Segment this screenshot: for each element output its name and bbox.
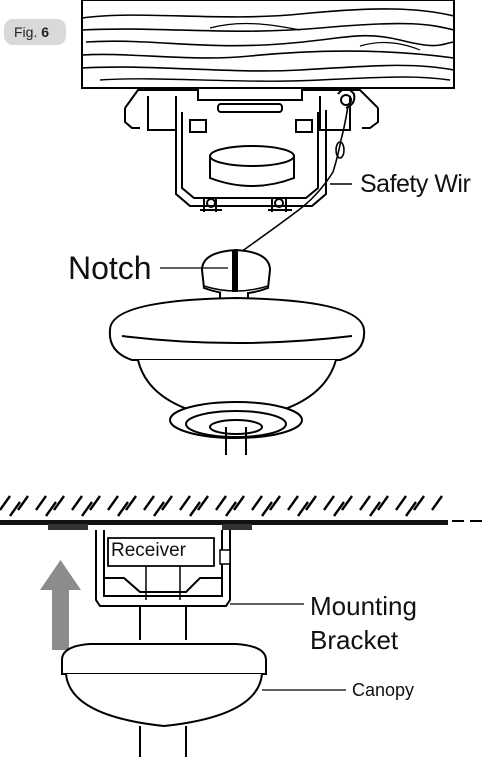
ceiling-hatching [0, 495, 443, 517]
mounting-bracket-label-line2: Bracket [310, 625, 399, 655]
figure-number: 6 [41, 24, 50, 40]
figure-number-badge: Fig. 6 [4, 19, 66, 45]
receiver-label: Receiver [111, 540, 186, 561]
safety-wire [237, 105, 352, 255]
safety-wire-label: Safety Wir [360, 170, 471, 198]
top-canopy [108, 292, 366, 455]
bottom-canopy [61, 606, 346, 757]
top-mounting-bracket [124, 88, 379, 212]
figure-prefix: Fig. [14, 24, 38, 40]
mounting-bracket-label-line1: Mounting [310, 591, 417, 621]
up-arrow-icon [40, 560, 81, 650]
canopy-label: Canopy [352, 680, 415, 700]
bottom-mounting-bracket [95, 530, 304, 607]
hanger-ball [160, 248, 272, 295]
notch-label: Notch [68, 250, 152, 286]
ceiling-line [0, 520, 482, 530]
ceiling-beam [81, 0, 455, 89]
